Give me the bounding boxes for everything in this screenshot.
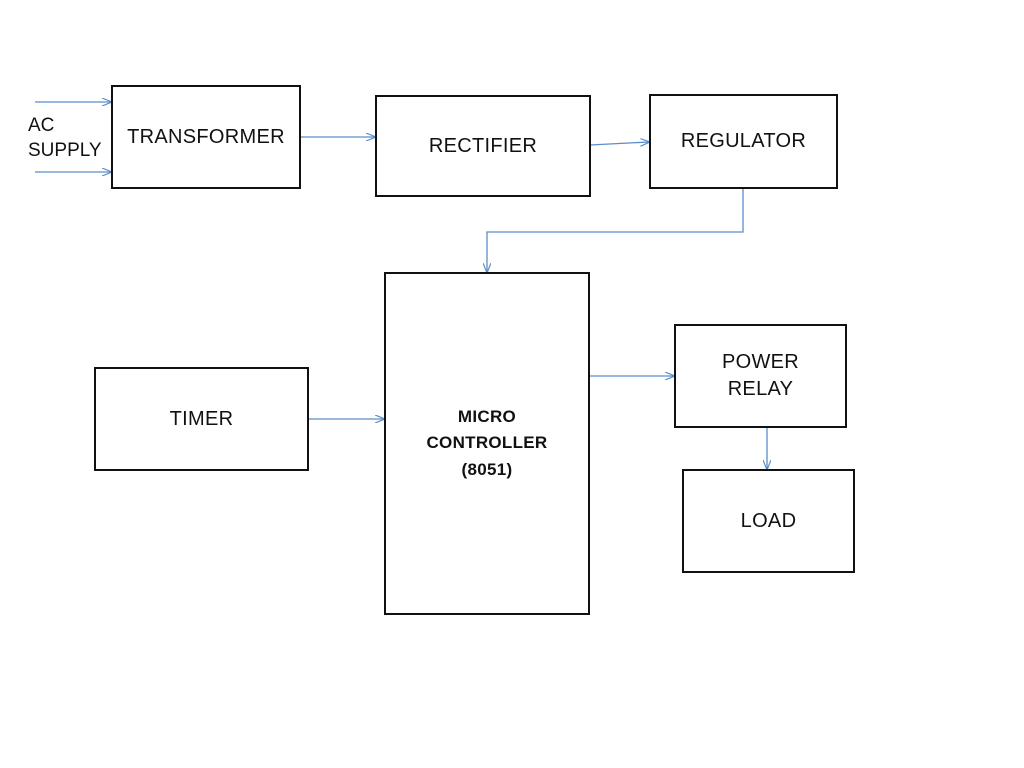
rectifier-label: RECTIFIER: [428, 134, 538, 157]
power-relay-line1: POWER: [721, 351, 800, 373]
microcontroller-line2: CONTROLLER: [426, 433, 548, 453]
ac-supply-line2: SUPPLY: [28, 139, 102, 161]
microcontroller-line3: (8051): [461, 459, 513, 479]
regulator-block: REGULATOR: [649, 94, 838, 189]
microcontroller-block: MICRO CONTROLLER (8051): [384, 272, 590, 615]
transformer-label: TRANSFORMER: [127, 125, 285, 148]
regulator-label: REGULATOR: [680, 130, 807, 152]
load-block: LOAD: [682, 469, 855, 573]
power-relay-line2: RELAY: [727, 378, 794, 400]
load-label: LOAD: [740, 509, 797, 532]
ac-supply-label: AC SUPPLY: [28, 114, 102, 163]
transformer-block: TRANSFORMER: [111, 85, 301, 189]
rectifier-block: RECTIFIER: [375, 95, 591, 197]
power-relay-block: POWER RELAY: [674, 324, 847, 428]
power-relay-label: POWER RELAY: [722, 349, 799, 403]
timer-block: TIMER: [94, 367, 309, 471]
rectifier-to-regulator-arrow: [589, 142, 649, 145]
ac-supply-line1: AC: [28, 115, 55, 136]
timer-label: TIMER: [169, 407, 234, 430]
microcontroller-label: MICRO CONTROLLER (8051): [426, 404, 547, 483]
regulator-to-microcontroller-arrow: [487, 188, 744, 272]
microcontroller-line1: MICRO: [457, 406, 517, 426]
